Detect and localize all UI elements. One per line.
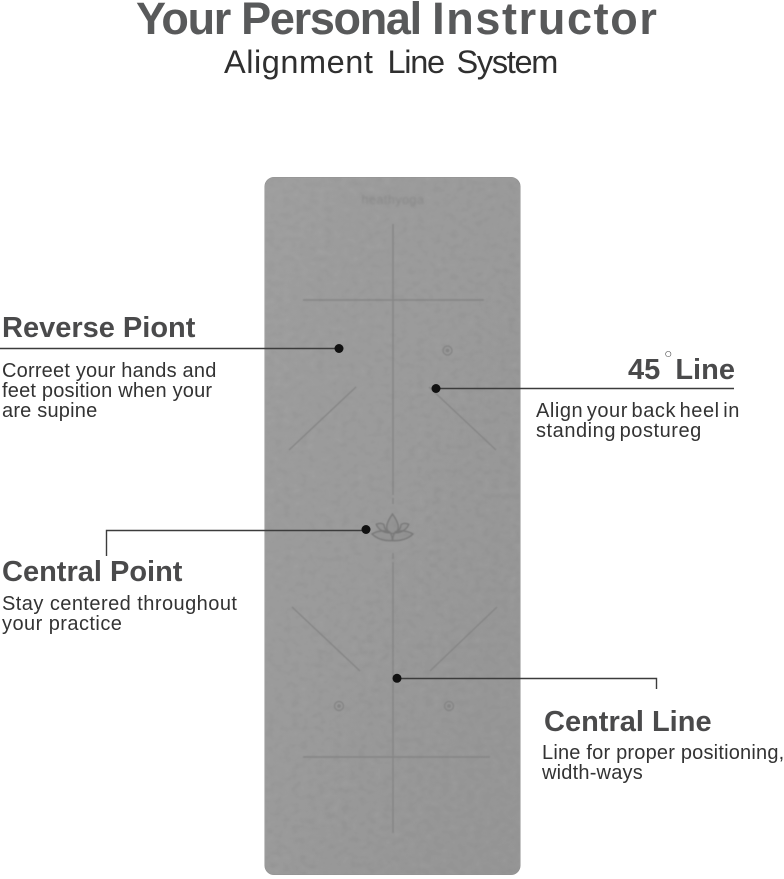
svg-text:heathyoga: heathyoga: [362, 193, 425, 207]
